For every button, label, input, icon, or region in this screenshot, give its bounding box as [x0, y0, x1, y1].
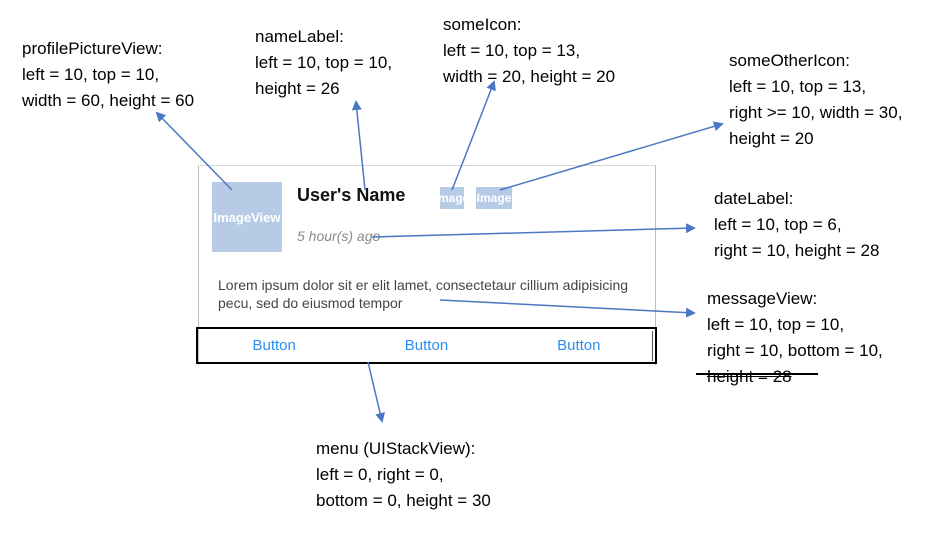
- arrow-some-other-icon: [499, 121, 724, 191]
- some-other-icon: Image: [476, 187, 512, 209]
- annotation-message-view-struck: height = 28: [707, 367, 792, 386]
- annotation-date-label: dateLabel: left = 10, top = 6, right = 1…: [714, 189, 880, 260]
- name-label: User's Name: [297, 185, 406, 205]
- annotation-message-view: messageView: left = 10, top = 10, right …: [707, 286, 883, 390]
- date-label: 5 hour(s) ago: [297, 228, 381, 244]
- arrow-some-icon: [451, 80, 496, 191]
- menu-button-2[interactable]: Button: [404, 337, 449, 354]
- profile-picture-view: ImageView: [212, 182, 282, 252]
- annotation-message-view-text: messageView: left = 10, top = 10, right …: [707, 289, 883, 360]
- arrow-menu: [367, 361, 386, 423]
- arrow-profile-picture-view: [155, 111, 233, 191]
- message-view: Lorem ipsum dolor sit er elit lamet, con…: [218, 277, 629, 311]
- annotation-menu: menu (UIStackView): left = 0, right = 0,…: [316, 439, 491, 510]
- cell-right-edge-line: [652, 331, 653, 361]
- arrow-date-label: [371, 223, 696, 238]
- menu-button-1[interactable]: Button: [252, 337, 296, 354]
- annotation-profile-picture-view: profilePictureView: left = 10, top = 10,…: [22, 39, 195, 110]
- annotation-some-icon: someIcon: left = 10, top = 13, width = 2…: [443, 15, 616, 86]
- some-icon: Image: [440, 187, 464, 209]
- annotation-name-label: nameLabel: left = 10, top = 10, height =…: [255, 27, 393, 98]
- menu-button-3[interactable]: Button: [557, 337, 601, 354]
- cell-top-border: [198, 165, 656, 166]
- annotation-some-other-icon: someOtherIcon: left = 10, top = 13, righ…: [729, 51, 903, 148]
- arrow-message-view: [439, 299, 696, 318]
- menu-stack-view: Button Button Button: [196, 327, 657, 364]
- arrow-name-label: [351, 100, 366, 191]
